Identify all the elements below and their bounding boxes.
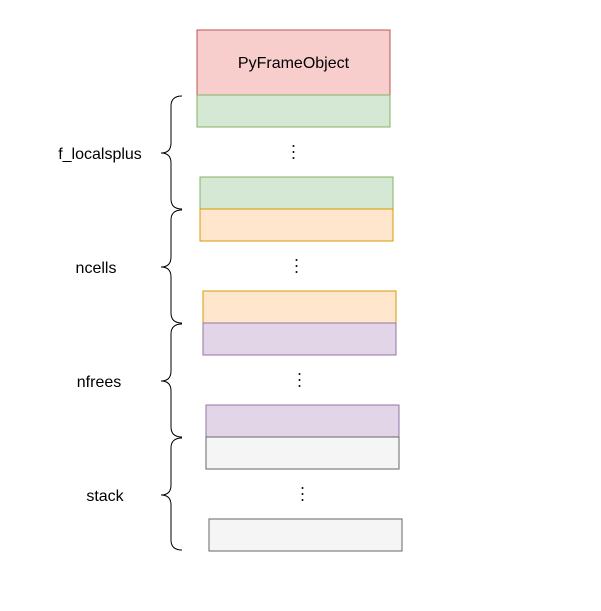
ellipsis-4 bbox=[301, 487, 304, 501]
ellipsis-2 bbox=[295, 259, 298, 273]
stack-last-cell bbox=[208, 518, 403, 552]
ellipsis-3 bbox=[298, 373, 301, 387]
stack-first-cell bbox=[205, 436, 400, 470]
pyframeobject-label: PyFrameObject bbox=[238, 55, 350, 72]
f-localsplus-last-cell bbox=[199, 176, 394, 210]
ncells-label: ncells bbox=[76, 260, 117, 277]
ellipsis-1 bbox=[292, 145, 295, 159]
f-localsplus-first-cell bbox=[196, 94, 391, 128]
nfrees-label: nfrees bbox=[77, 374, 121, 391]
nfrees-brace bbox=[160, 323, 183, 438]
stack-brace bbox=[160, 437, 183, 551]
ncells-first-cell bbox=[199, 208, 394, 242]
nfrees-last-cell bbox=[205, 404, 400, 438]
ncells-brace bbox=[160, 209, 183, 324]
nfrees-first-cell bbox=[202, 322, 397, 356]
stack-label: stack bbox=[86, 488, 124, 505]
ncells-last-cell bbox=[202, 290, 397, 324]
pyframeobject-block bbox=[196, 29, 391, 96]
f-localsplus-brace bbox=[160, 95, 183, 210]
f-localsplus-label: f_localsplus bbox=[58, 146, 142, 163]
